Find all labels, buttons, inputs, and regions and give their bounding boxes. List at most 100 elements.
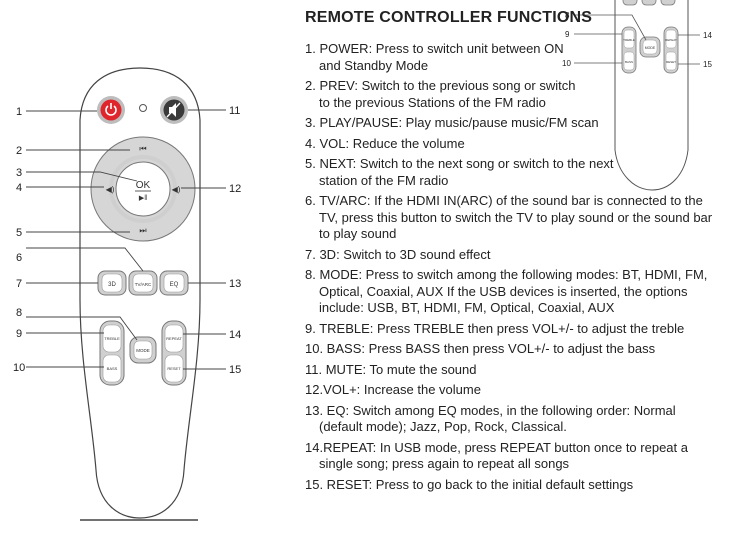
callout-5: 5 bbox=[16, 227, 22, 239]
function-line: 3. PLAY/PAUSE: Play music/pause music/FM… bbox=[305, 115, 599, 130]
inset-callout-10: 10 bbox=[562, 59, 571, 68]
inset-treble-bass-rocker: TREBLE BASS bbox=[621, 26, 637, 74]
function-item: 7. 3D: Switch to 3D sound effect bbox=[305, 247, 725, 264]
inset-top-button-mid bbox=[641, 0, 657, 6]
function-item: 10. BASS: Press BASS then press VOL+/- t… bbox=[305, 341, 725, 358]
inset-bass-label: BASS bbox=[625, 60, 633, 64]
function-line: station of the FM radio bbox=[319, 172, 449, 188]
mute-icon bbox=[166, 102, 181, 118]
function-line: include: USB, BT, HDMI, FM, Optical, Coa… bbox=[319, 300, 615, 315]
power-button[interactable] bbox=[97, 96, 125, 124]
function-item: 1. POWER: Press to switch unit between O… bbox=[305, 41, 725, 74]
inset-top-button-left bbox=[622, 0, 638, 6]
function-line: 1. POWER: Press to switch unit between O… bbox=[305, 41, 564, 56]
mode-label: MODE bbox=[136, 348, 150, 353]
inset-mode-button: MODE bbox=[639, 36, 661, 58]
inset-callout-8: 8 bbox=[565, 11, 570, 20]
function-item: 9. TREBLE: Press TREBLE then press VOL+/… bbox=[305, 321, 725, 338]
inset-callout-15: 15 bbox=[703, 60, 712, 69]
callout-15: 15 bbox=[229, 364, 241, 376]
next-icon[interactable]: ⏭ bbox=[139, 226, 146, 235]
mute-button[interactable] bbox=[160, 96, 188, 124]
callout-10: 10 bbox=[13, 362, 25, 374]
callout-numbers: 1 2 3 4 5 6 7 8 9 10 11 12 13 14 15 bbox=[13, 105, 241, 376]
callout-4: 4 bbox=[16, 182, 22, 194]
inset-top-button-right bbox=[660, 0, 676, 6]
volume-down-icon[interactable]: ◀) bbox=[106, 185, 115, 194]
repeat-reset-rocker[interactable]: REPEAT RESET bbox=[161, 320, 187, 386]
function-item: 3. PLAY/PAUSE: Play music/pause music/FM… bbox=[305, 115, 725, 132]
eq-button[interactable]: EQ bbox=[159, 270, 189, 296]
callout-2: 2 bbox=[16, 145, 22, 157]
function-line: TV, press this button to switch the TV t… bbox=[319, 209, 713, 225]
function-line: 10. BASS: Press BASS then press VOL+/- t… bbox=[305, 341, 656, 356]
callout-11: 11 bbox=[229, 105, 240, 117]
function-item: 2. PREV: Switch to the previous song or … bbox=[305, 78, 725, 111]
function-line: (default mode); Jazz, Pop, Rock, Classic… bbox=[319, 419, 567, 434]
function-line: 15. RESET: Press to go back to the initi… bbox=[305, 476, 634, 492]
volume-up-icon[interactable]: ◀) bbox=[172, 185, 181, 194]
treble-label: TREBLE bbox=[104, 336, 120, 341]
function-line: 6. TV/ARC: If the HDMI IN(ARC) of the so… bbox=[305, 193, 703, 208]
ok-button-label[interactable]: OK bbox=[136, 180, 151, 191]
threed-button[interactable]: 3D bbox=[97, 270, 127, 296]
tvarc-button[interactable]: TV/ARC bbox=[128, 270, 158, 296]
treble-bass-rocker[interactable]: TREBLE BASS bbox=[99, 320, 125, 386]
function-item: 11. MUTE: To mute the sound bbox=[305, 362, 725, 379]
inset-reset-label: RESET bbox=[666, 60, 676, 64]
tvarc-label: TV/ARC bbox=[135, 282, 152, 287]
bass-label: BASS bbox=[107, 366, 118, 371]
function-line: 14.REPEAT: In USB mode, press REPEAT but… bbox=[305, 439, 688, 455]
inset-repeat-reset-rocker: REPEAT RESET bbox=[663, 26, 679, 74]
mode-button[interactable]: MODE bbox=[129, 336, 157, 364]
play-pause-icon[interactable]: ▶‖ bbox=[139, 195, 147, 202]
nav-ring bbox=[90, 136, 196, 242]
inset-callout-lines bbox=[574, 14, 700, 65]
function-list: 1. POWER: Press to switch unit between O… bbox=[305, 41, 725, 497]
callout-7: 7 bbox=[16, 278, 22, 290]
function-line: 13. EQ: Switch among EQ modes, in the fo… bbox=[305, 402, 676, 418]
function-item: 4. VOL: Reduce the volume bbox=[305, 136, 725, 153]
remote-inset-diagram: TREBLE BASS MODE REPEAT RESET 8 9 10 14 … bbox=[562, 0, 712, 191]
function-line: 7. 3D: Switch to 3D sound effect bbox=[305, 246, 491, 262]
function-line: to the previous Stations of the FM radio bbox=[319, 94, 546, 110]
function-line: 2. PREV: Switch to the previous song or … bbox=[305, 78, 576, 93]
function-item: 12.VOL+: Increase the volume bbox=[305, 382, 725, 399]
function-item: 13. EQ: Switch among EQ modes, in the fo… bbox=[305, 403, 725, 436]
page-title: REMOTE CONTROLLER FUNCTIONS bbox=[305, 9, 593, 26]
function-item: 6. TV/ARC: If the HDMI IN(ARC) of the so… bbox=[305, 193, 725, 243]
callout-9: 9 bbox=[16, 328, 22, 340]
inset-mode-label: MODE bbox=[645, 46, 656, 50]
function-line: 8. MODE: Press to switch among the follo… bbox=[305, 267, 708, 282]
function-line: 12.VOL+: Increase the volume bbox=[305, 382, 481, 397]
threed-label: 3D bbox=[108, 282, 116, 288]
inset-callout-14: 14 bbox=[703, 31, 712, 40]
eq-label: EQ bbox=[170, 282, 179, 288]
callout-12: 12 bbox=[229, 183, 241, 195]
inset-repeat-label: REPEAT bbox=[665, 38, 677, 42]
function-item: 8. MODE: Press to switch among the follo… bbox=[305, 267, 725, 317]
inset-callout-9: 9 bbox=[565, 30, 570, 39]
function-line: Optical, Coaxial, AUX If the USB devices… bbox=[319, 283, 688, 299]
inset-treble-label: TREBLE bbox=[623, 38, 635, 42]
function-line: and Standby Mode bbox=[319, 57, 429, 73]
reset-label: RESET bbox=[167, 366, 181, 371]
function-item: 5. NEXT: Switch to the next song or swit… bbox=[305, 156, 725, 189]
remote-diagram: ⏮ ⏭ ◀) ◀) OK ▶‖ 3D TV/ARC EQ TREBLE BASS… bbox=[13, 67, 241, 521]
function-line: 4. VOL: Reduce the volume bbox=[305, 135, 465, 151]
inset-callout-numbers: 8 9 10 14 15 bbox=[562, 11, 712, 69]
power-icon bbox=[105, 103, 117, 116]
function-line: single song; press again to repeat all s… bbox=[319, 456, 570, 471]
callout-1: 1 bbox=[16, 106, 22, 118]
repeat-label: REPEAT bbox=[166, 336, 182, 341]
callout-14: 14 bbox=[229, 329, 241, 341]
prev-icon[interactable]: ⏮ bbox=[139, 144, 146, 153]
function-line: 11. MUTE: To mute the sound bbox=[305, 361, 477, 377]
callout-3: 3 bbox=[16, 167, 22, 179]
function-line: 5. NEXT: Switch to the next song or swit… bbox=[305, 156, 614, 171]
indicator-led bbox=[139, 104, 147, 112]
function-item: 14.REPEAT: In USB mode, press REPEAT but… bbox=[305, 440, 725, 473]
function-line: to play sound bbox=[319, 226, 397, 241]
function-item: 15. RESET: Press to go back to the initi… bbox=[305, 477, 725, 494]
callout-6: 6 bbox=[16, 252, 22, 264]
